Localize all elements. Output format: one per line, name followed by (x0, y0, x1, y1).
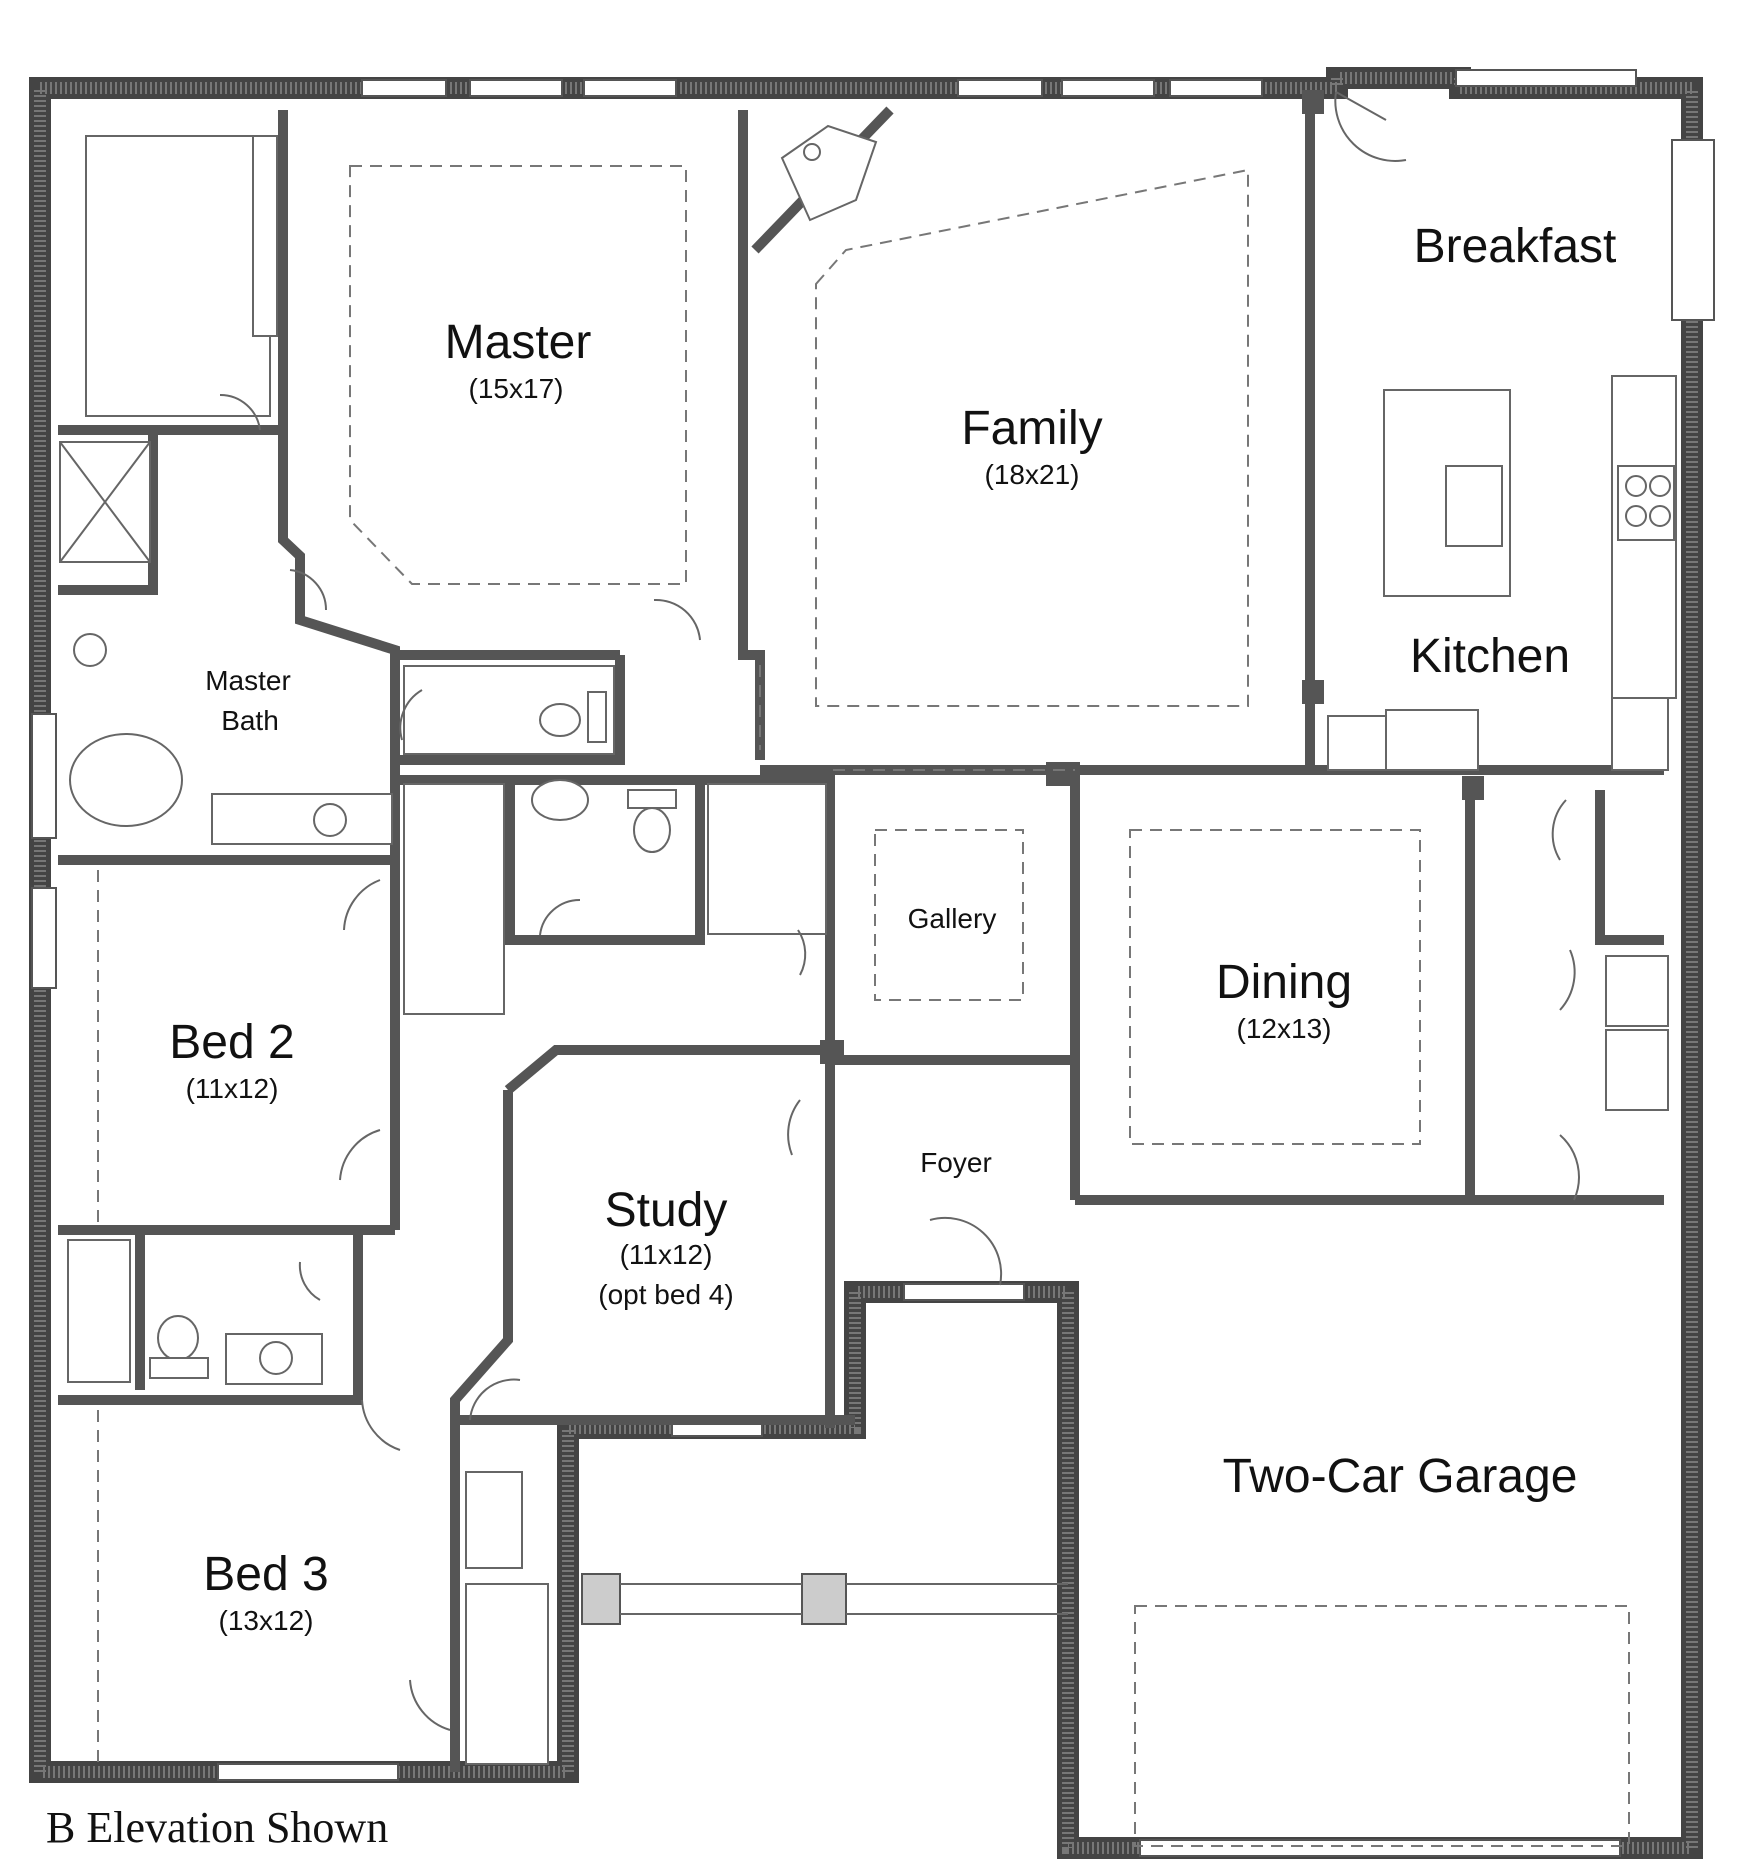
doors (219, 91, 1580, 1731)
room-name-gallery: Gallery (908, 903, 997, 934)
room-note-study: (opt bed 4) (598, 1279, 733, 1310)
fixtures (59, 124, 1677, 1765)
room-size-bed2: (11x12) (186, 1073, 279, 1104)
ceiling-outlines (97, 165, 1630, 1847)
room-size-family: (18x21) (985, 459, 1080, 490)
room-name-master-bath-line1: Master (205, 665, 291, 696)
elevation-caption: B Elevation Shown (46, 1803, 388, 1852)
room-name-foyer: Foyer (920, 1147, 992, 1178)
room-name-study: Study (605, 1184, 728, 1237)
room-name-bed3: Bed 3 (203, 1548, 328, 1601)
interior-walls (58, 90, 1664, 1772)
room-size-study: (11x12) (620, 1239, 713, 1270)
room-name-breakfast: Breakfast (1414, 220, 1617, 273)
room-name-family: Family (961, 402, 1102, 455)
room-name-master-bath-line2: Bath (221, 705, 279, 736)
room-size-master: (15x17) (469, 373, 564, 404)
room-name-kitchen: Kitchen (1410, 630, 1570, 683)
room-size-dining: (12x13) (1237, 1013, 1332, 1044)
room-labels: Master (15x17) Family (18x21) Breakfast … (169, 220, 1616, 1636)
room-name-dining: Dining (1216, 956, 1352, 1009)
room-name-master: Master (445, 316, 592, 369)
room-name-garage: Two-Car Garage (1223, 1450, 1578, 1503)
room-name-bed2: Bed 2 (169, 1016, 294, 1069)
room-size-bed3: (13x12) (219, 1605, 314, 1636)
